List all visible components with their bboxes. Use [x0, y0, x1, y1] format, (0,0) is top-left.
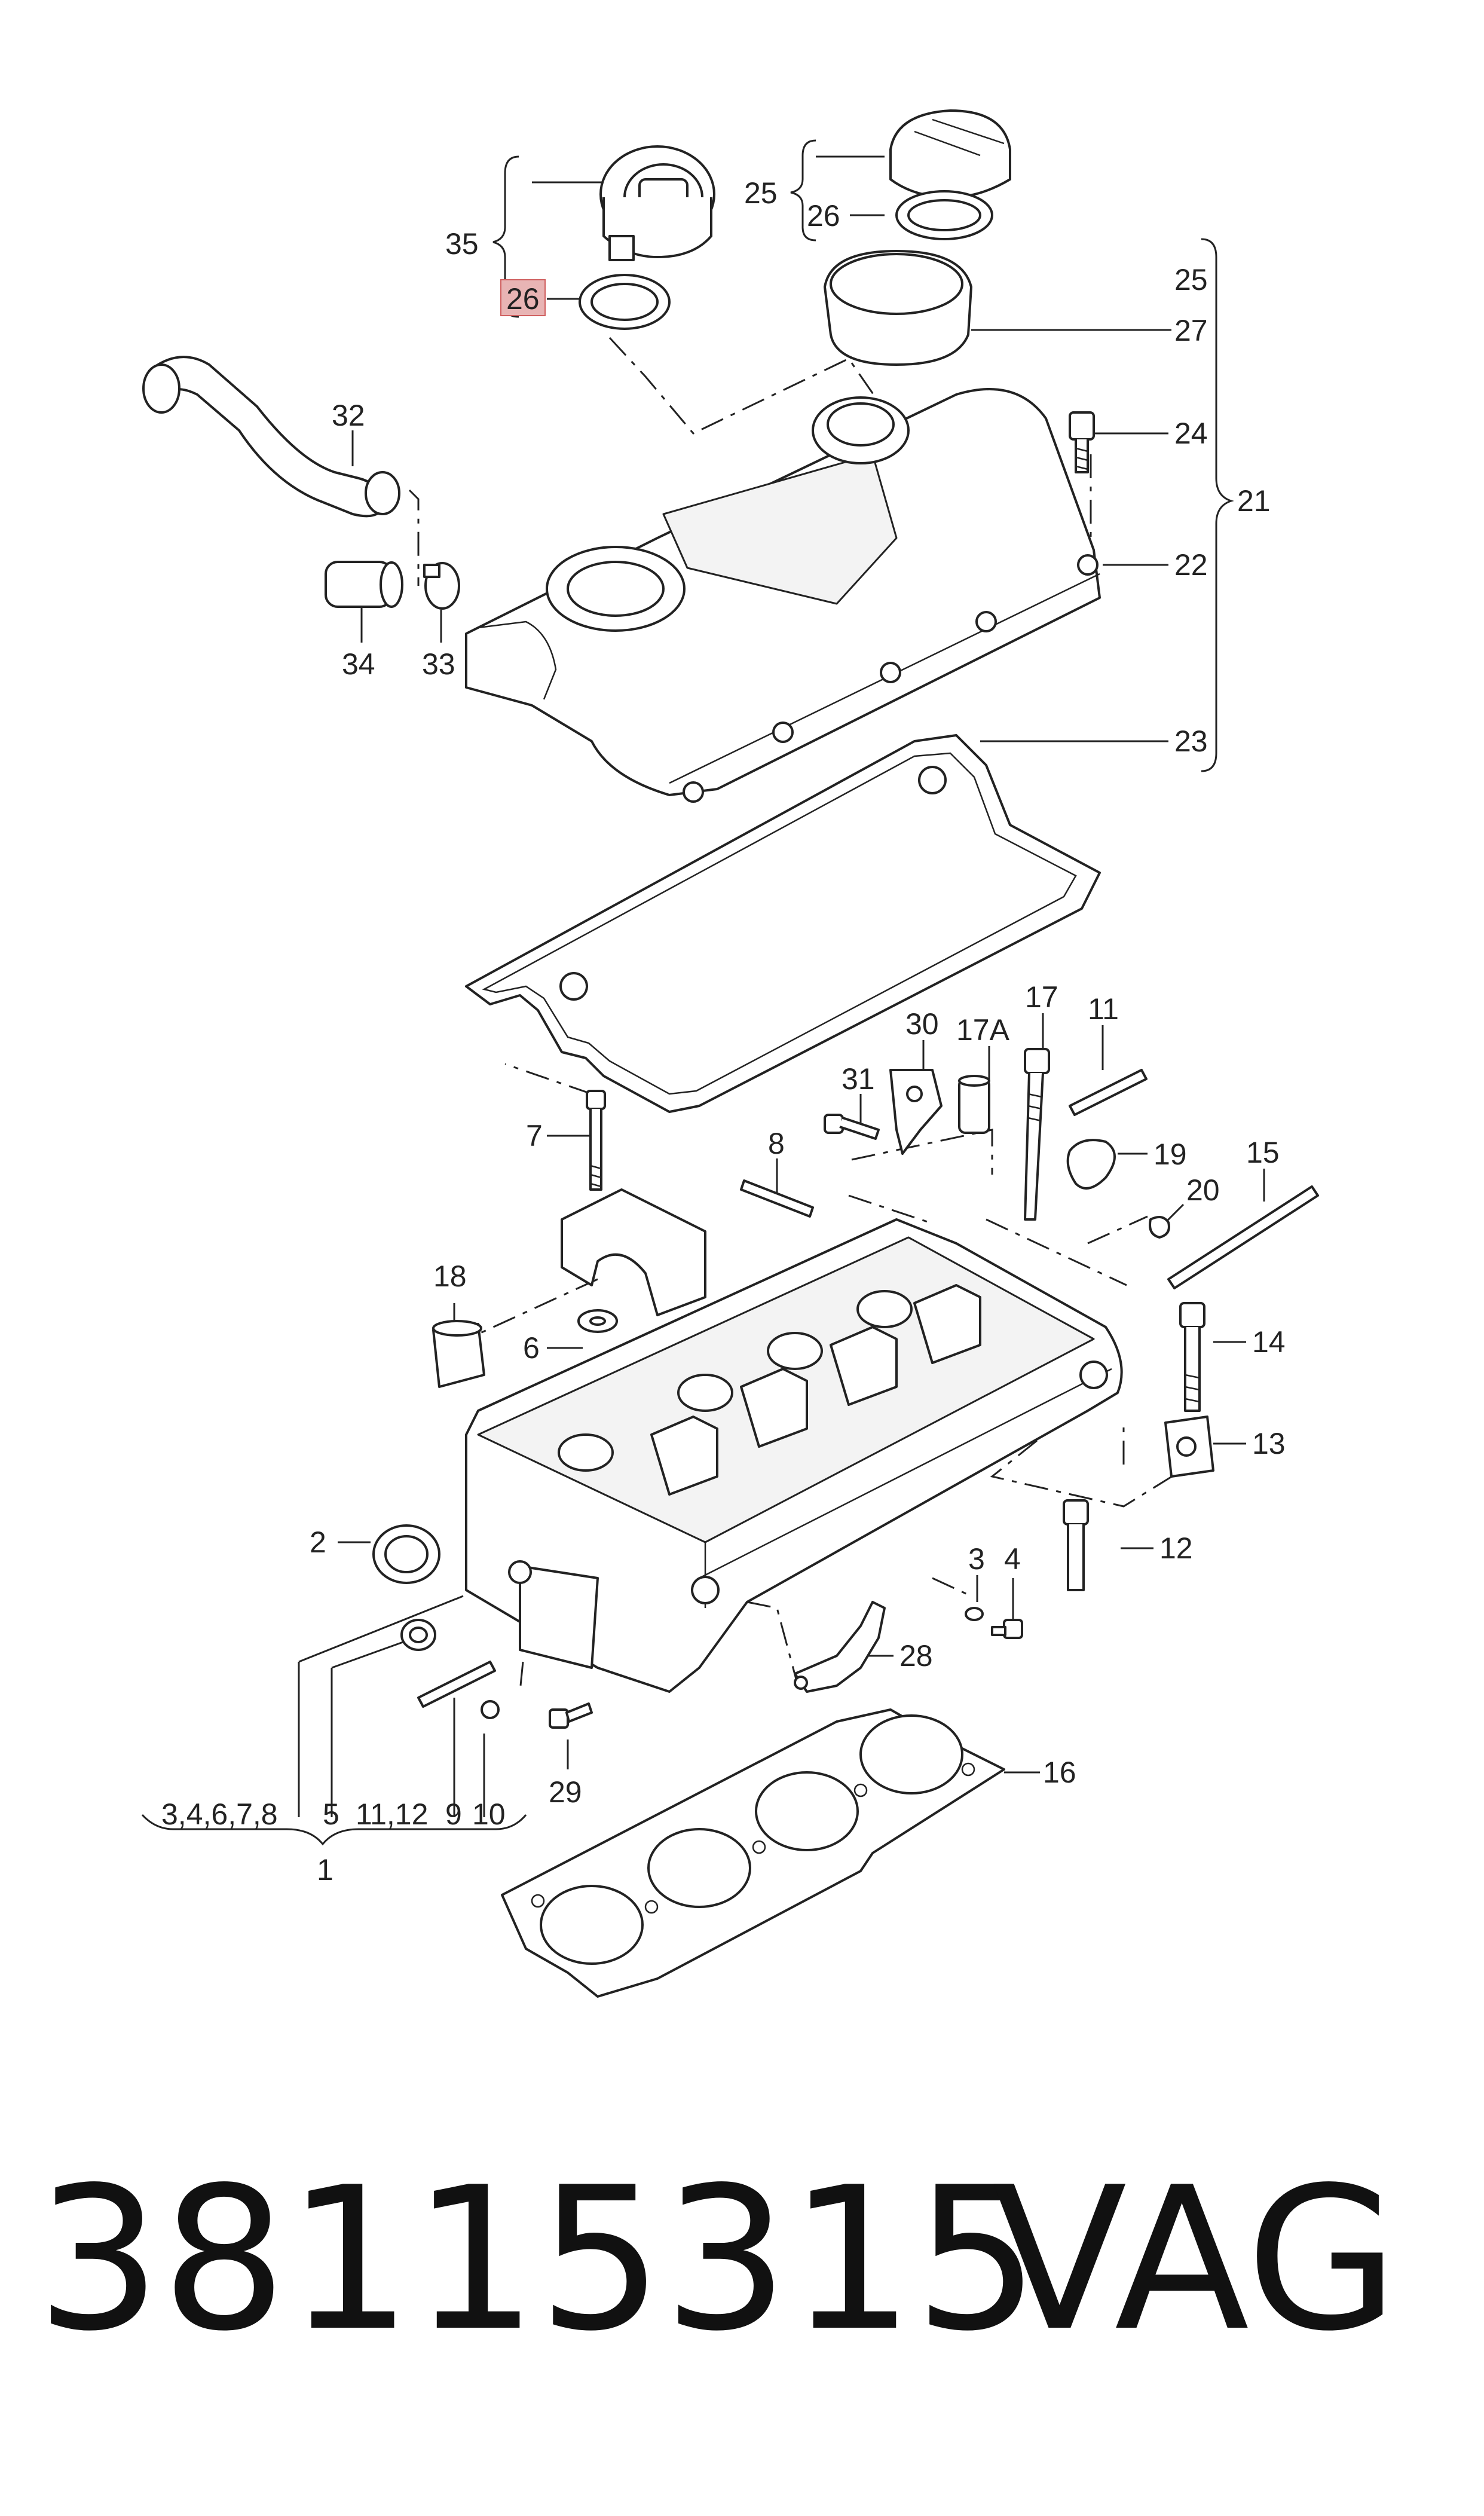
label-25-top: 25	[744, 176, 778, 210]
breather-hose-32	[142, 356, 400, 518]
label-3: 3	[968, 1542, 985, 1576]
label-20: 20	[1186, 1173, 1220, 1207]
washer-3	[965, 1607, 984, 1621]
bolt-29	[549, 1702, 593, 1729]
label-29: 29	[549, 1775, 582, 1809]
label-30: 30	[905, 1007, 939, 1041]
sleeve-18	[432, 1320, 485, 1388]
label-22: 22	[1174, 548, 1208, 582]
label-27: 27	[1174, 314, 1208, 347]
label-32: 32	[332, 399, 365, 432]
caption: 38115315 VAG	[36, 2140, 1458, 2379]
label-4: 4	[1004, 1542, 1021, 1576]
label-18: 18	[433, 1259, 467, 1293]
label-8: 8	[768, 1127, 785, 1160]
bracket-30	[889, 1069, 943, 1155]
filler-cap-25	[889, 109, 1011, 198]
label-28: 28	[899, 1639, 933, 1673]
filler-neck-27	[824, 250, 972, 366]
label-13: 13	[1252, 1427, 1286, 1460]
bolt-12	[1063, 1499, 1089, 1591]
label-21: 21	[1237, 484, 1271, 518]
label-11-12: 11,12	[356, 1797, 428, 1831]
bracket-13	[1164, 1416, 1214, 1478]
dowel-pin-11	[1069, 1069, 1148, 1116]
pin-10	[481, 1700, 500, 1719]
label-31: 31	[842, 1062, 875, 1096]
stud-9	[417, 1661, 496, 1708]
plug-20	[1149, 1216, 1170, 1239]
bolt-14	[1179, 1302, 1205, 1412]
washer-6	[577, 1309, 618, 1333]
head-gasket-16	[501, 1708, 1005, 1998]
bracket-28	[794, 1601, 886, 1693]
label-14: 14	[1252, 1325, 1286, 1359]
label-2: 2	[310, 1526, 326, 1559]
label-5: 5	[323, 1797, 339, 1831]
label-26-right: 26	[807, 199, 840, 233]
label-9: 9	[445, 1797, 462, 1831]
cover-gasket-23	[465, 734, 1101, 1113]
label-34: 34	[342, 647, 375, 681]
bolt-24	[1069, 411, 1095, 473]
label-35: 35	[445, 227, 479, 261]
label-16: 16	[1043, 1756, 1076, 1789]
clamp-33	[423, 562, 460, 610]
bearing-cap	[561, 1188, 706, 1316]
label-17A: 17A	[956, 1013, 1010, 1047]
seal-2	[372, 1524, 440, 1584]
seal-5	[400, 1619, 436, 1651]
bolt-4	[991, 1619, 1023, 1639]
sleeve-34	[325, 561, 403, 608]
label-1: 1	[317, 1853, 333, 1887]
assembly-lines	[408, 337, 1187, 1692]
plug-19	[1066, 1139, 1116, 1190]
leader-lines	[298, 155, 1265, 1817]
sleeve-17A	[958, 1075, 990, 1134]
o-ring-26-left	[579, 274, 671, 330]
label-10: 10	[472, 1797, 506, 1831]
bolt-31	[824, 1114, 880, 1140]
cylinder-head-1	[465, 1218, 1123, 1693]
rod-15	[1167, 1185, 1319, 1289]
oil-filler-cap-35	[599, 145, 715, 261]
label-24: 24	[1174, 417, 1208, 450]
label-7: 7	[526, 1119, 543, 1152]
brand-name: VAG	[992, 2145, 1399, 2374]
label-15: 15	[1246, 1136, 1280, 1169]
cylinder-head-cover-21	[465, 388, 1101, 803]
callout-labels: 35 26 25 26 25 27 24 21 22 23 32 34 33 7…	[161, 176, 1286, 1887]
label-25-right: 25	[1174, 263, 1208, 296]
o-ring-26-right	[895, 190, 993, 240]
label-6: 6	[523, 1331, 540, 1365]
label-17: 17	[1025, 980, 1058, 1014]
bolt-7	[586, 1090, 606, 1191]
label-23: 23	[1174, 724, 1208, 758]
stud-8	[740, 1179, 814, 1218]
label-33: 33	[422, 647, 455, 681]
label-11: 11	[1088, 992, 1119, 1026]
label-3-4-6-7-8: 3,4,6,7,8	[161, 1797, 278, 1831]
label-12: 12	[1159, 1531, 1193, 1565]
bolt-17	[1024, 1048, 1050, 1221]
label-highlight	[500, 279, 546, 316]
part-number: 38115315	[36, 2145, 1040, 2374]
label-26-left: 26	[506, 282, 540, 316]
label-19: 19	[1153, 1138, 1187, 1171]
